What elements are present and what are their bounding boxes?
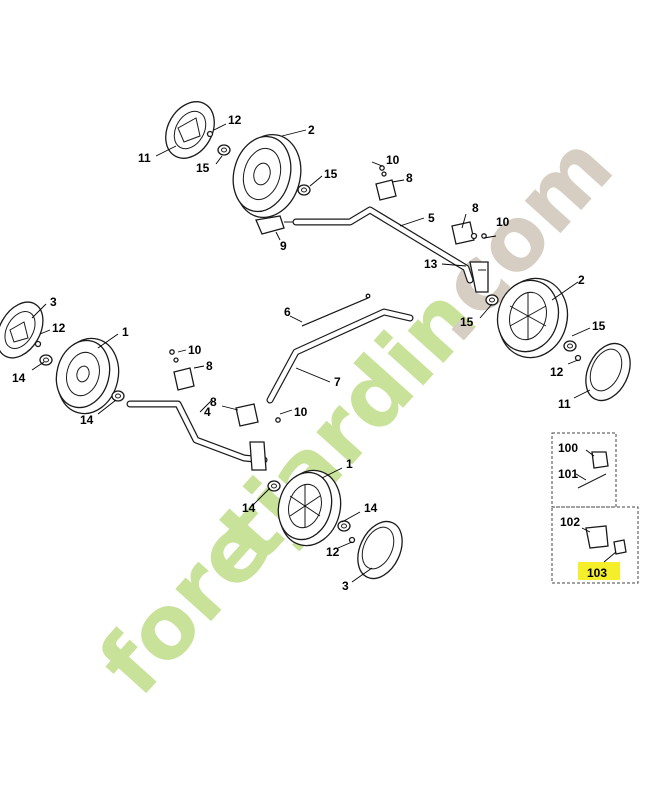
- label-9: 9: [280, 239, 287, 253]
- label-11-right: 11: [558, 397, 571, 411]
- label-12-bottom: 12: [326, 545, 340, 559]
- part-labels: 11 12 15 2 10 15 8 8 10 5 9 13 2 15 15 1…: [12, 113, 607, 593]
- label-14-bottom-left: 14: [242, 501, 256, 515]
- wheel-bottom: [277, 469, 342, 547]
- nut-bottom-left: [267, 480, 281, 492]
- label-8-top: 8: [406, 171, 413, 185]
- label-15-right-wheel: 15: [460, 315, 474, 329]
- label-102: 102: [560, 515, 580, 529]
- hubcap-right: [585, 342, 631, 402]
- bracket-top-a: [375, 171, 397, 201]
- label-14-left: 14: [12, 371, 26, 385]
- label-3-left: 3: [50, 295, 57, 309]
- inset-box-102-103: [551, 506, 639, 584]
- label-10-mid: 10: [188, 343, 202, 357]
- washer-left: [34, 340, 42, 348]
- label-1-left: 1: [122, 325, 129, 339]
- label-8-mid: 8: [206, 359, 213, 373]
- label-13: 13: [424, 257, 438, 271]
- wheel-left: [55, 337, 120, 415]
- label-5: 5: [428, 211, 435, 225]
- label-15-right-outer: 15: [592, 319, 606, 333]
- label-8-top-right: 8: [472, 201, 479, 215]
- axle-end: [469, 261, 489, 293]
- hubcap-top-left: [165, 101, 215, 159]
- leader-lines: [31, 123, 617, 583]
- label-100: 100: [558, 441, 578, 455]
- height-lever: [266, 308, 414, 404]
- label-103: 103: [587, 566, 607, 580]
- screw-top-a: [379, 165, 385, 171]
- label-10-top: 10: [386, 153, 400, 167]
- wheel-top: [232, 133, 302, 219]
- label-15-top-right: 15: [324, 167, 338, 181]
- nut-right-outer: [563, 340, 577, 352]
- watermark: fore tjardin .com: [79, 115, 632, 714]
- label-6: 6: [284, 305, 291, 319]
- rear-axle: [292, 206, 474, 284]
- label-4: 4: [204, 405, 211, 419]
- label-11-top: 11: [138, 151, 151, 165]
- label-14-bottom-right: 14: [364, 501, 378, 515]
- nut-left-inner: [111, 390, 125, 402]
- wheel-right: [496, 277, 569, 359]
- screw-mid: [169, 349, 175, 355]
- bracket-top-b: [451, 221, 478, 245]
- bracket-center: [235, 403, 281, 427]
- label-1-bottom: 1: [346, 457, 353, 471]
- inset-box-100-101: [551, 432, 617, 508]
- nut-top-left: [217, 144, 231, 156]
- cable-rod: [301, 293, 371, 327]
- label-8-center: 8: [210, 395, 217, 409]
- label-2-top: 2: [308, 123, 315, 137]
- label-12-left: 12: [52, 321, 66, 335]
- label-12-top: 12: [228, 113, 242, 127]
- washer-top: [206, 130, 214, 138]
- label-12-right: 12: [550, 365, 564, 379]
- hubcap-left: [0, 301, 44, 359]
- height-knob: [255, 215, 300, 235]
- label-3-bottom: 3: [342, 579, 349, 593]
- bracket-mid-left: [173, 357, 195, 391]
- hubcap-bottom: [357, 520, 403, 580]
- nut-top-right: [297, 184, 311, 196]
- highlight-103: [578, 562, 620, 580]
- nut-bottom-right: [337, 520, 351, 532]
- screw-top-b: [481, 233, 487, 239]
- label-15-top-left: 15: [196, 161, 210, 175]
- nut-right-wheel: [485, 294, 499, 306]
- axle-end-bottom: [249, 441, 267, 471]
- washer-bottom: [348, 536, 356, 544]
- label-7: 7: [334, 375, 341, 389]
- label-101: 101: [558, 467, 578, 481]
- label-10-top-right: 10: [496, 215, 510, 229]
- label-10-center: 10: [294, 405, 308, 419]
- washer-right: [574, 354, 582, 362]
- label-2-right: 2: [578, 273, 585, 287]
- label-14-mid: 14: [80, 413, 94, 427]
